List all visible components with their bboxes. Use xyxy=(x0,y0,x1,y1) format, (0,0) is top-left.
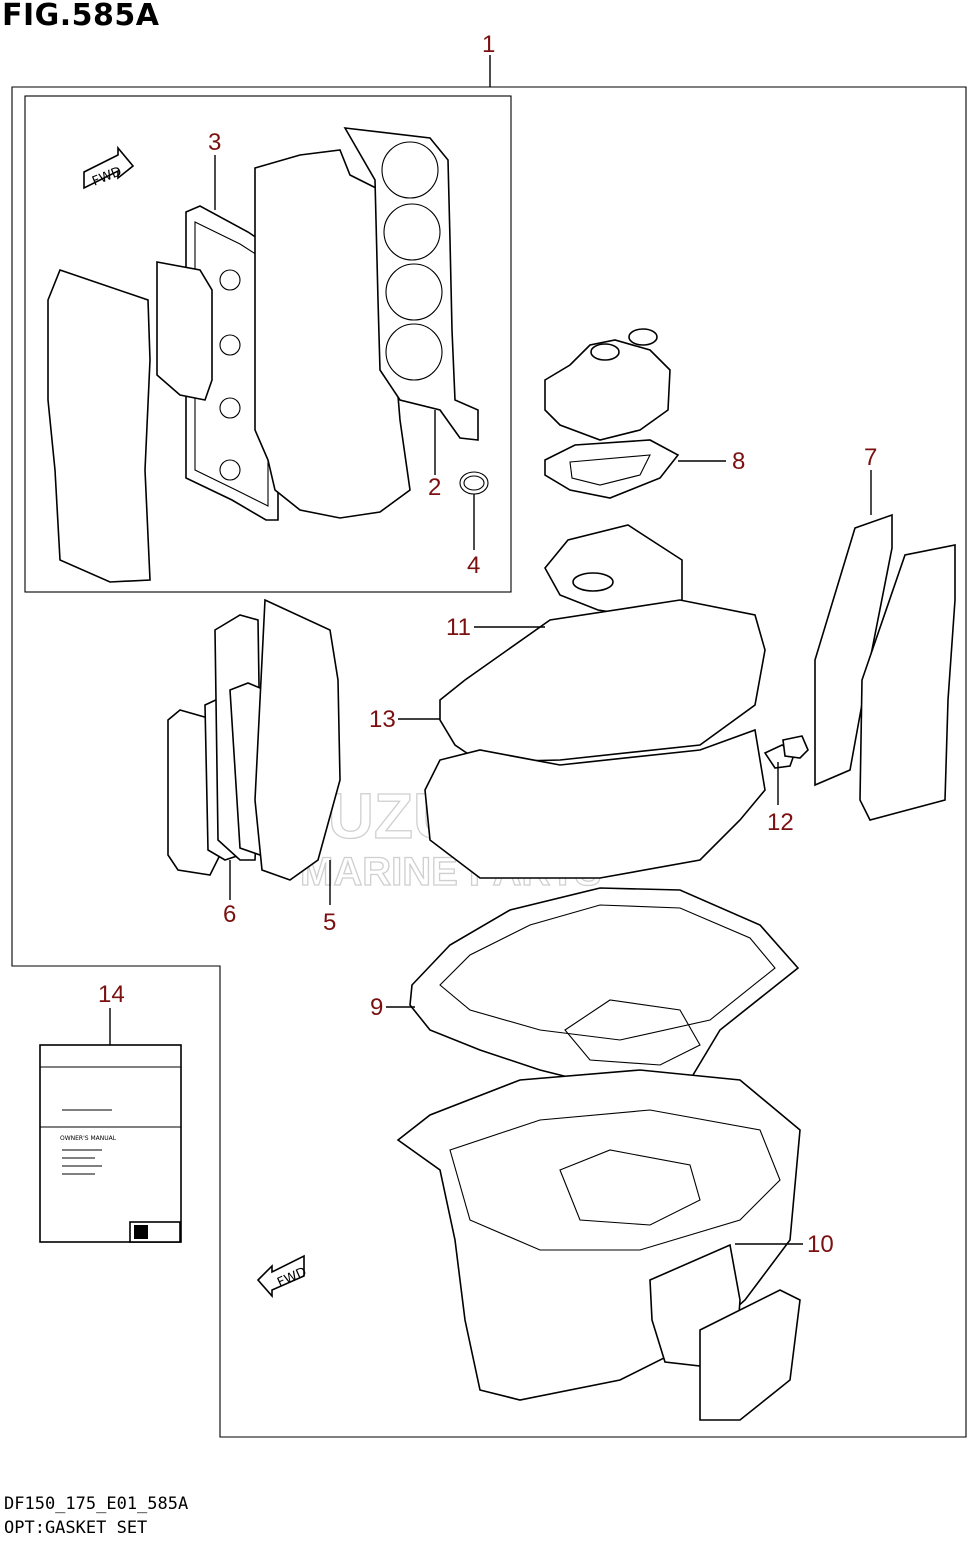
small-gasket xyxy=(763,735,809,769)
water-pump-gasket xyxy=(544,439,680,499)
gasket-set-frame xyxy=(11,86,967,1438)
callout-3: 3 xyxy=(208,129,221,156)
fwd-arrow-icon: FWD xyxy=(83,145,135,190)
leader-lines xyxy=(109,55,872,1245)
callout-13: 13 xyxy=(369,706,396,733)
drive-shaft-housing xyxy=(396,1069,801,1421)
suzuki-logo-icon xyxy=(134,1225,148,1239)
callout-2: 2 xyxy=(428,474,441,501)
figure-caption: OPT:GASKET SET xyxy=(4,1518,148,1538)
callout-7: 7 xyxy=(864,444,877,471)
callout-9: 9 xyxy=(370,994,383,1021)
exhaust-manifold-gasket xyxy=(424,599,766,879)
callout-4: 4 xyxy=(467,552,480,579)
owners-manual: OWNER'S MANUAL xyxy=(39,1044,182,1243)
figure-title: FIG.585A xyxy=(2,0,160,33)
cylinder-head-gasket xyxy=(343,127,479,441)
fwd-arrow-icon: FWD xyxy=(256,1254,309,1299)
head-group-box xyxy=(24,95,512,593)
lower-case-gasket xyxy=(409,887,800,1091)
callout-5: 5 xyxy=(323,909,336,936)
exhaust-plate-gaskets xyxy=(167,598,341,881)
cylinder-block xyxy=(254,149,411,519)
water-pump-housing xyxy=(544,328,671,441)
callout-6: 6 xyxy=(223,901,236,928)
callout-8: 8 xyxy=(732,448,745,475)
callout-1: 1 xyxy=(482,31,495,58)
side-cover-gasket-left xyxy=(47,261,213,583)
callout-10: 10 xyxy=(807,1231,834,1258)
o-ring xyxy=(459,471,489,495)
callout-12: 12 xyxy=(767,809,794,836)
callout-11: 11 xyxy=(446,614,471,641)
callout-labels: 1 2 3 4 5 6 7 8 9 10 11 12 13 14 xyxy=(98,31,877,1258)
model-code: DF150_175_E01_585A xyxy=(4,1494,189,1514)
exhaust-cover-gasket xyxy=(814,513,956,821)
callout-14: 14 xyxy=(98,981,125,1008)
owners-manual-label: OWNER'S MANUAL xyxy=(60,1135,117,1142)
